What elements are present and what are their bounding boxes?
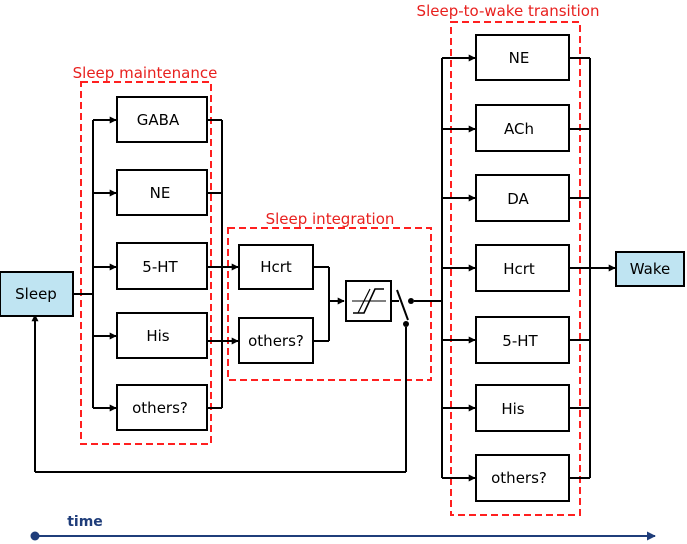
integration-node-others: others? [238, 317, 314, 364]
transition-node-5ht: 5-HT [475, 316, 570, 364]
transition-node-ne: NE [475, 34, 570, 81]
maintenance-node-label: NE [150, 184, 171, 202]
integration-node-label: Hcrt [260, 258, 292, 276]
maintenance-node-label: GABA [137, 111, 180, 129]
sleep-node-label: Sleep [15, 285, 57, 303]
maintenance-node-his: His [116, 312, 208, 359]
transition-node-label: NE [509, 49, 530, 67]
time-axis-label: time [67, 514, 103, 530]
wake-node-label: Wake [630, 260, 670, 278]
time-axis: time [30, 514, 656, 541]
threshold-switch-icon [345, 280, 392, 322]
maintenance-node-ne: NE [116, 169, 208, 216]
transition-node-label: ACh [504, 120, 534, 138]
maintenance-node-label: 5-HT [142, 258, 178, 276]
group-label-integration: Sleep integration [266, 210, 395, 228]
integration-node-label: others? [248, 332, 304, 350]
transition-node-da: DA [475, 174, 570, 222]
switch-pivot-dot [408, 298, 414, 304]
maintenance-node-label: others? [132, 399, 188, 417]
transition-node-label: DA [507, 190, 529, 208]
transition-node-label: Hcrt [503, 260, 535, 278]
transition-node-label: 5-HT [502, 332, 538, 350]
sleep-node: Sleep [0, 271, 74, 317]
maintenance-node-gaba: GABA [116, 96, 208, 143]
maintenance-node-others: others? [116, 384, 208, 431]
feedback-contact-dot [403, 321, 409, 327]
group-border-maintenance [80, 81, 212, 445]
group-border-integration [227, 227, 432, 381]
transition-node-his: His [475, 384, 570, 432]
maintenance-node-5ht: 5-HT [116, 242, 208, 290]
maintenance-node-label: His [146, 327, 169, 345]
group-label-maintenance: Sleep maintenance [73, 64, 218, 82]
transition-node-label: His [501, 400, 524, 418]
transition-node-others: others? [475, 454, 570, 502]
group-label-transition: Sleep-to-wake transition [417, 2, 600, 20]
wake-node: Wake [615, 251, 685, 287]
transition-node-ach: ACh [475, 104, 570, 152]
transition-node-hcrt: Hcrt [475, 244, 570, 292]
integration-node-hcrt: Hcrt [238, 244, 314, 290]
connector-lines [31, 54, 616, 482]
transition-node-label: others? [491, 469, 547, 487]
